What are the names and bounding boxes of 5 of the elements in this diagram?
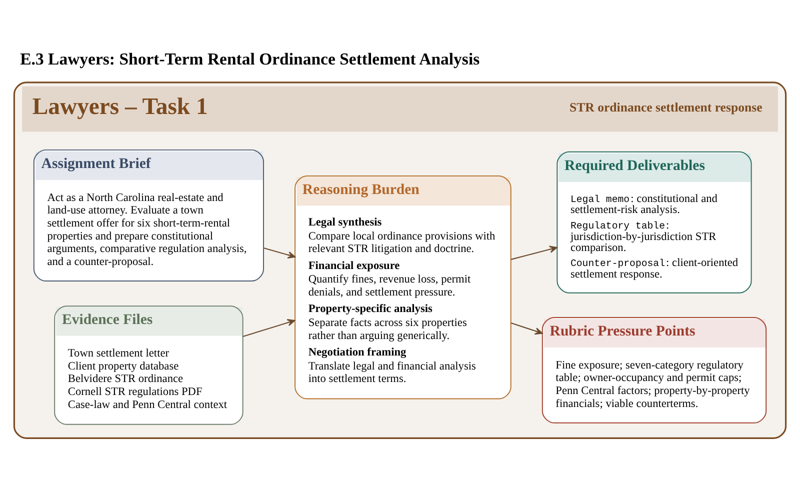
arrow [510,246,558,260]
arrow [510,322,543,335]
arrow [242,319,296,337]
diagram-title: E.3 Lawyers: Short-Term Rental Ordinance Settlement Analysis [20,49,480,68]
arrow [264,247,296,259]
